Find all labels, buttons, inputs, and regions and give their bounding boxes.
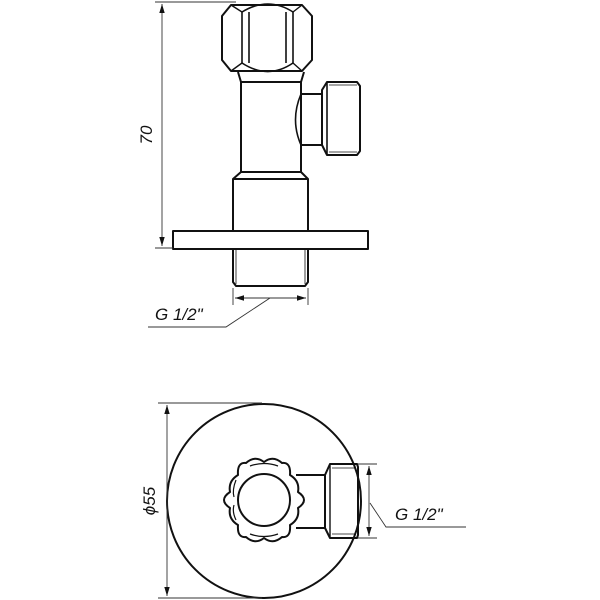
knob: [223, 457, 305, 543]
side-view: [172, 3, 369, 287]
hex-cap: [221, 3, 313, 73]
knob-center: [237, 473, 291, 527]
neck: [237, 71, 305, 83]
top-view: [166, 403, 362, 599]
thread-dimension-side: [148, 288, 309, 328]
diameter-dimension: [158, 402, 262, 599]
thread-label-top: G 1/2": [395, 505, 444, 524]
thread-label-side: G 1/2": [155, 305, 204, 324]
height-dimension: [155, 1, 236, 249]
top-outlet: [296, 463, 359, 539]
flange: [172, 230, 369, 250]
thread-dimension-top: [358, 463, 466, 539]
side-outlet: [294, 81, 361, 156]
valve-body: [240, 81, 302, 173]
lower-body: [232, 171, 309, 231]
diameter-dimension-label: ϕ55: [140, 486, 159, 515]
bottom-thread: [232, 249, 309, 287]
height-dimension-label: 70: [137, 125, 156, 144]
